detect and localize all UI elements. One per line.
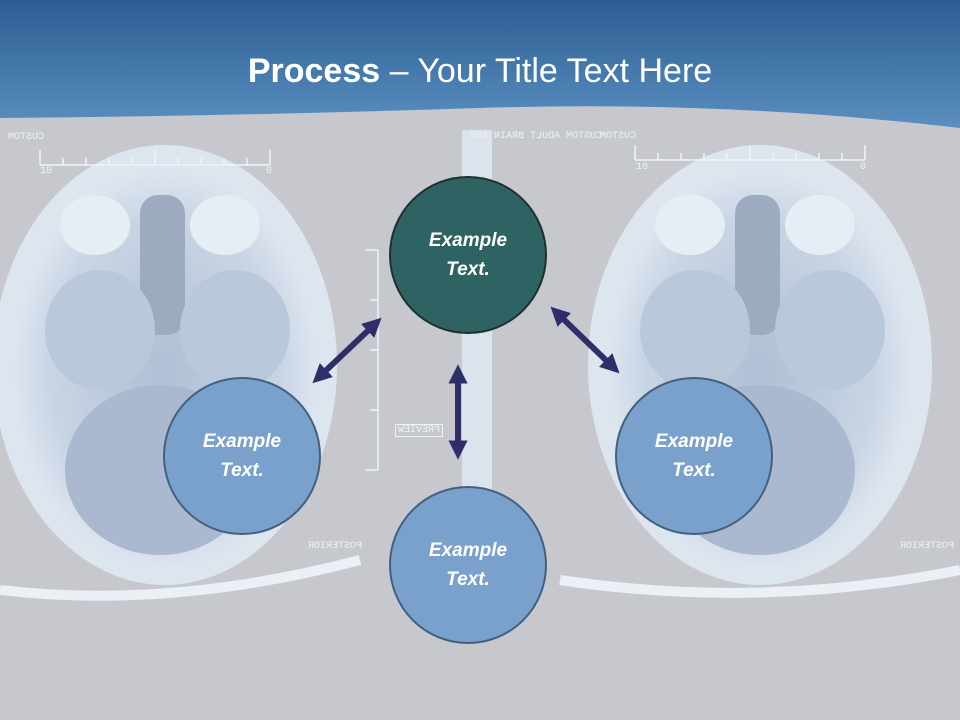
node-label-line2: Text. xyxy=(446,569,490,590)
right-circle-node[interactable]: Example Text. xyxy=(615,377,773,535)
title-bold: Process xyxy=(247,52,381,90)
scan-label-tick-10-left: 10 xyxy=(40,166,53,177)
scan-label-posterior-left: POSTERIOR xyxy=(308,541,363,552)
node-label-line2: Text. xyxy=(672,460,716,481)
scan-label-tick-10-right: 10 xyxy=(636,162,649,173)
scan-label-preview: PREVIEW xyxy=(395,424,444,437)
bottom-circle-node[interactable]: Example Text. xyxy=(389,486,547,644)
scan-label-tick-0-right: 0 xyxy=(860,162,867,173)
scan-label-tick-0-left: 0 xyxy=(266,166,273,177)
scan-label-custom-right: CUSTOM xyxy=(600,131,637,142)
slide-title: Process – Your Title Text Here xyxy=(0,52,960,91)
node-label-line1: Example xyxy=(428,540,508,561)
title-rest: – Your Title Text Here xyxy=(380,52,713,90)
node-label-line2: Text. xyxy=(446,259,490,280)
node-label-line1: Example xyxy=(428,230,508,251)
node-label-line2: Text. xyxy=(220,460,264,481)
left-circle-node[interactable]: Example Text. xyxy=(163,377,321,535)
scan-label-header-info: CUSTOM ADULT BRAIN 10S xyxy=(470,131,603,142)
center-circle-node[interactable]: Example Text. xyxy=(389,176,547,334)
scan-label-custom-left: CUSTOM xyxy=(8,132,45,143)
node-label-line1: Example xyxy=(654,431,734,452)
node-label-line1: Example xyxy=(202,431,282,452)
scan-label-posterior-right: POSTERIOR xyxy=(900,541,955,552)
